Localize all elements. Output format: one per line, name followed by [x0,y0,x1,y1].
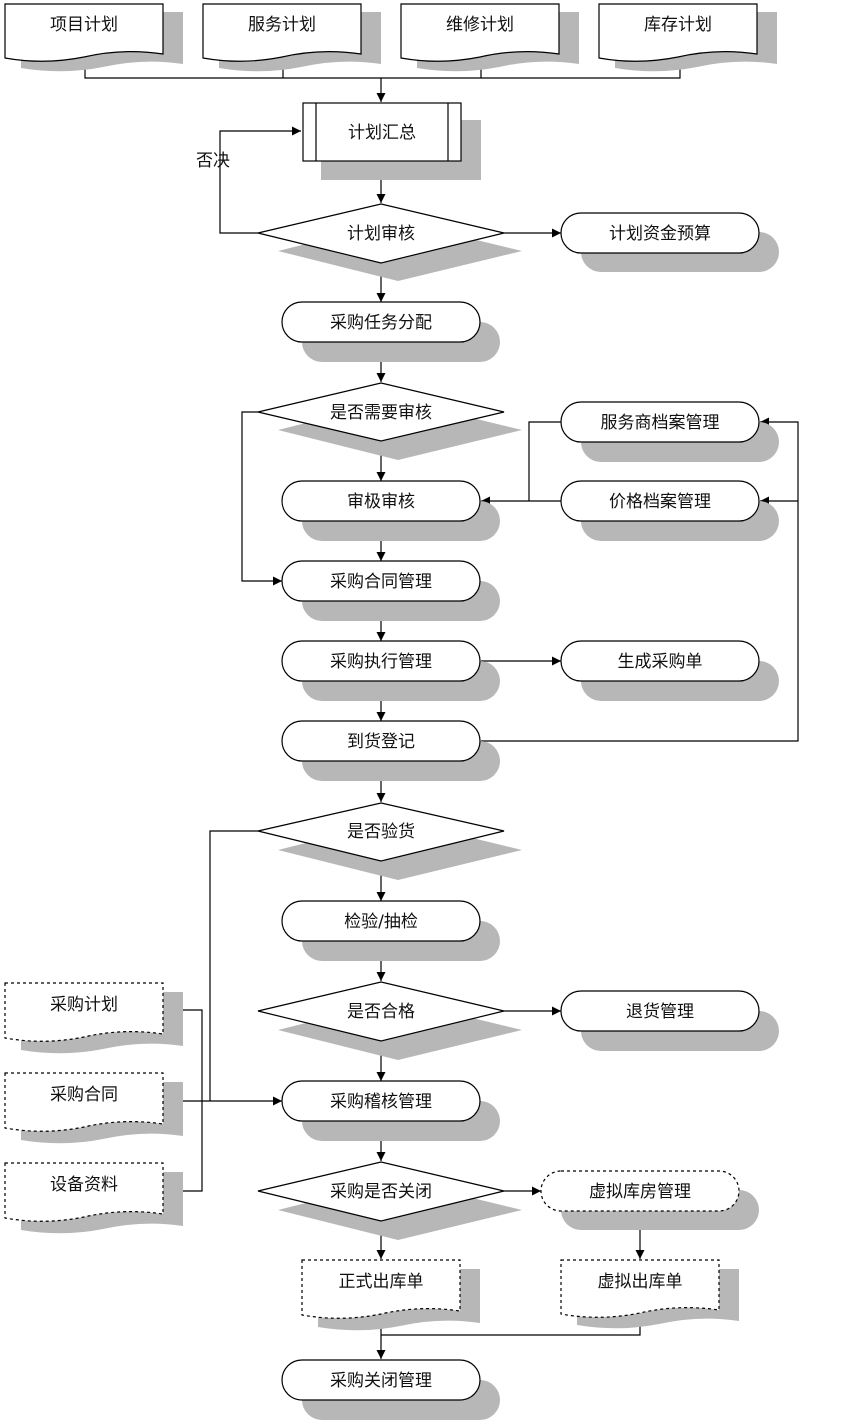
terminal-gen-order: 生成采购单 [560,640,779,701]
contract-mgmt-label: 采购合同管理 [330,572,432,592]
level-review-label: 审极审核 [347,492,415,512]
task-assign-label: 采购任务分配 [330,313,432,333]
plan-budget-label: 计划资金预算 [609,224,711,244]
close-decision-label: 采购是否关闭 [330,1182,432,1202]
terminal-contract-mgmt: 采购合同管理 [281,560,500,621]
edge-needreview-bypass [241,411,282,586]
decision-close: 采购是否关闭 [257,1161,522,1240]
terminal-inspect: 检验/抽检 [281,900,500,961]
need-inspect-label: 是否验货 [347,822,415,842]
virtual-warehouse-label: 虚拟库房管理 [589,1182,691,1202]
formal-out-label: 正式出库单 [339,1272,424,1292]
terminal-virtual-warehouse: 虚拟库房管理 [540,1170,759,1230]
arrival-reg-label: 到货登记 [347,732,415,752]
need-review-label: 是否需要审核 [330,403,432,423]
terminal-price-archive: 价格档案管理 [560,480,779,541]
plan-summary-label: 计划汇总 [348,123,416,143]
terminal-exec-mgmt: 采购执行管理 [281,640,500,701]
price-archive-label: 价格档案管理 [609,492,711,512]
terminal-task-assign: 采购任务分配 [281,301,500,362]
audit-mgmt-label: 采购稽核管理 [330,1092,432,1112]
project-plan-label: 项目计划 [50,15,118,35]
terminal-audit-mgmt: 采购稽核管理 [281,1080,500,1141]
document-virtual-out: 虚拟出库单 [560,1259,739,1329]
document-formal-out: 正式出库单 [301,1259,480,1331]
terminal-level-review: 审极审核 [281,480,500,541]
virtual-out-label: 虚拟出库单 [598,1272,683,1292]
edge-reject-loop [219,126,301,234]
document-equipment: 设备资料 [4,1162,183,1234]
maintenance-plan-label: 维修计划 [446,15,514,35]
document-purchase-plan: 采购计划 [4,982,183,1054]
reject-label: 否决 [196,151,230,171]
terminal-arrival-reg: 到货登记 [281,720,500,781]
connectors [84,58,799,1359]
inspect-label: 检验/抽检 [344,912,418,932]
document-maintenance-plan: 维修计划 [400,3,579,72]
document-service-plan: 服务计划 [202,3,381,72]
decision-qualified: 是否合格 [257,981,522,1060]
edge-provider-archive-join [528,421,561,501]
terminal-return-mgmt: 退货管理 [560,990,779,1051]
service-plan-label: 服务计划 [248,15,316,35]
document-project-plan: 项目计划 [4,3,183,72]
exec-mgmt-label: 采购执行管理 [330,652,432,672]
process-plan-summary: 计划汇总 [302,102,481,180]
return-mgmt-label: 退货管理 [626,1002,694,1022]
provider-archive-label: 服务商档案管理 [601,413,720,433]
terminal-plan-budget: 计划资金预算 [560,212,779,272]
terminal-close-mgmt: 采购关闭管理 [281,1359,500,1420]
decision-need-inspect: 是否验货 [257,802,522,880]
edge-arrival-to-provider-archive [481,417,799,742]
gen-order-label: 生成采购单 [618,652,703,672]
document-inventory-plan: 库存计划 [598,3,777,72]
purchase-contract-doc-label: 采购合同 [50,1085,118,1105]
plan-review-label: 计划审核 [347,224,415,244]
inventory-plan-label: 库存计划 [644,15,712,35]
decision-need-review: 是否需要审核 [257,382,522,460]
close-mgmt-label: 采购关闭管理 [330,1371,432,1391]
document-purchase-contract: 采购合同 [4,1072,183,1144]
equipment-doc-label: 设备资料 [50,1175,118,1195]
qualified-label: 是否合格 [347,1002,415,1022]
terminal-provider-archive: 服务商档案管理 [560,401,779,462]
purchase-plan-doc-label: 采购计划 [50,995,118,1015]
decision-plan-review: 计划审核 [257,203,522,281]
edge-needinspect-bypass [209,830,258,1101]
